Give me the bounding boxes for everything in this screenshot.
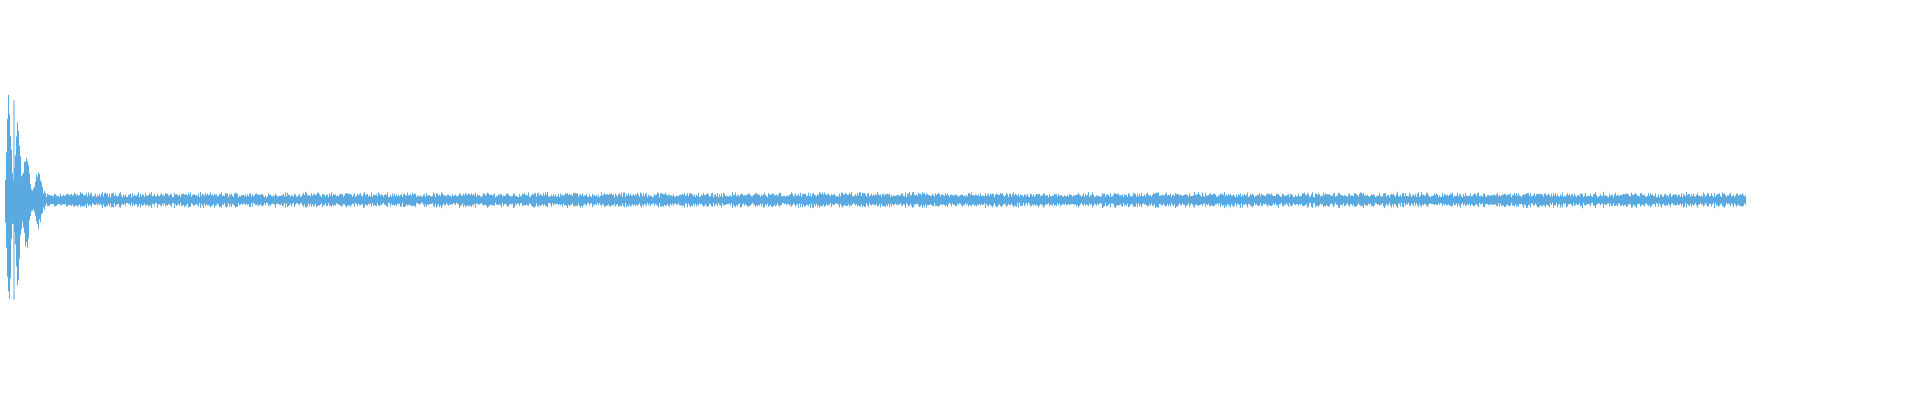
waveform-track — [5, 95, 1746, 299]
